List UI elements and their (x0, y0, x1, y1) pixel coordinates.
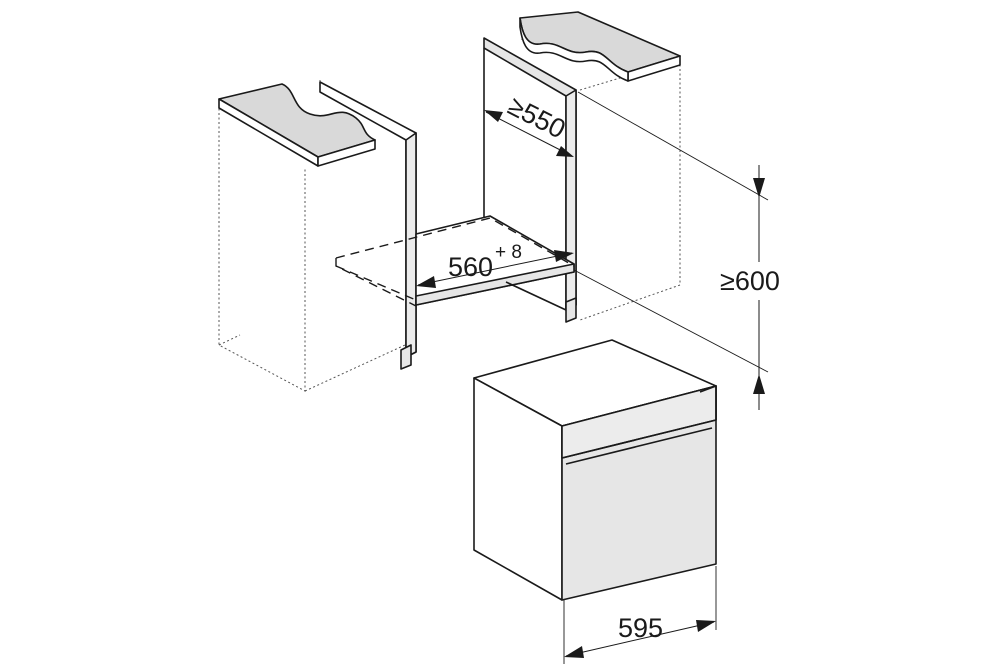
left-side-panel (319, 81, 417, 370)
depth-dimension: ≥550 (484, 91, 574, 157)
depth-label: ≥550 (503, 91, 570, 145)
niche-width-label: 560 (448, 252, 493, 282)
niche-width-tolerance: + 8 (495, 242, 522, 263)
left-worktop (218, 83, 376, 158)
oven-appliance (473, 339, 717, 601)
niche-floor (335, 215, 575, 311)
appliance-width-dimension: 595 (563, 566, 717, 664)
niche-height-label: ≥600 (720, 266, 780, 296)
niche-height-dimension: ≥600 (573, 91, 780, 410)
niche-width-dimension: 560 + 8 (416, 242, 574, 288)
appliance-width-label: 595 (618, 613, 663, 643)
